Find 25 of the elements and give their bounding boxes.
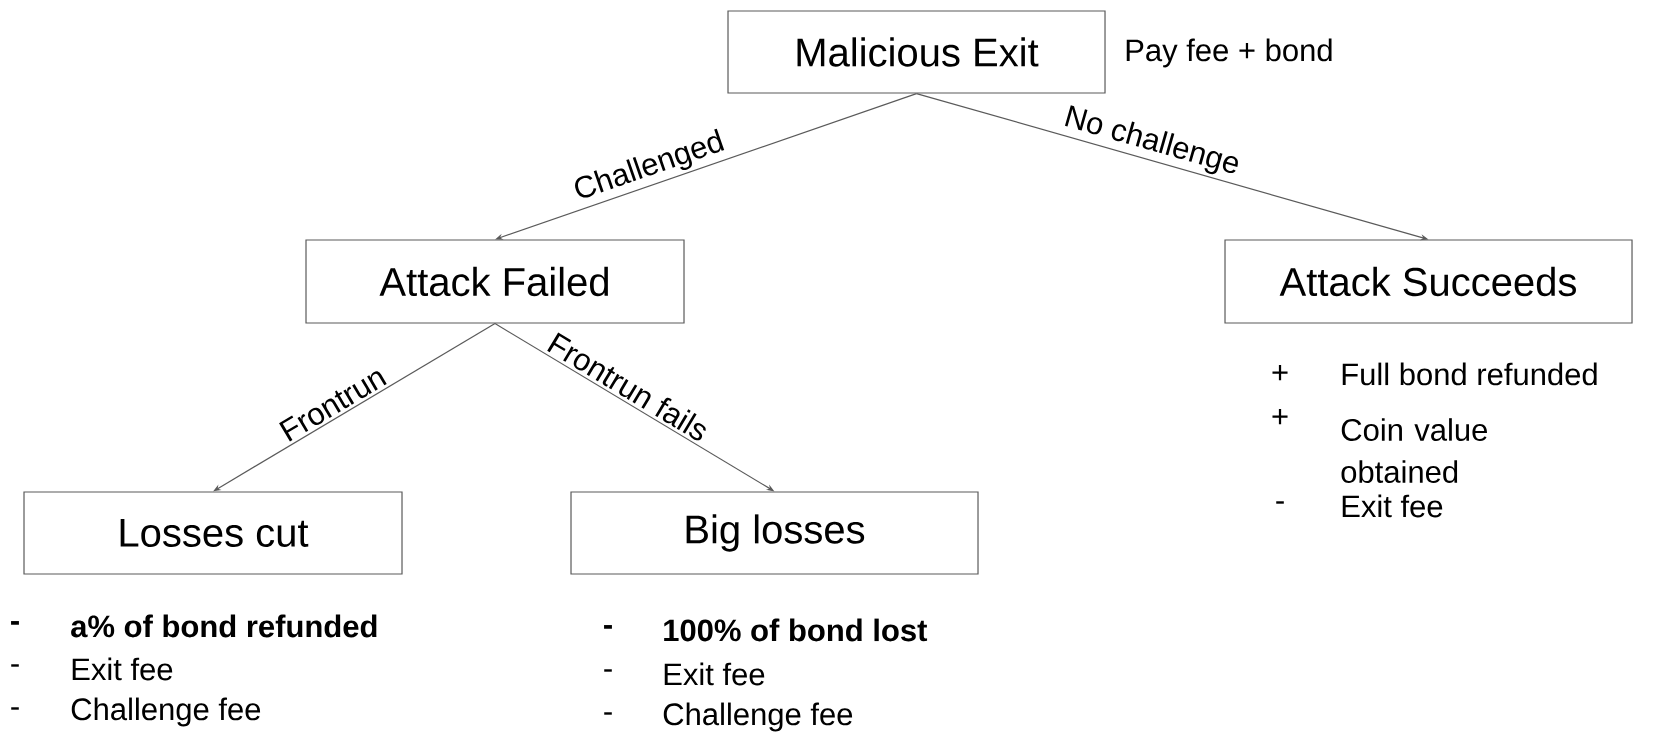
list-item: Exit fee (72, 657, 173, 681)
arrow (213, 323, 496, 492)
bullet-mark: + (1272, 365, 1288, 381)
outcome-box: Attack Failed (305, 239, 685, 324)
list-item: Full bond refunded (1342, 362, 1597, 386)
outcome-box: Malicious Exit (727, 10, 1106, 94)
bullet-mark: - (604, 712, 612, 715)
list-item: Exit fee (664, 662, 765, 686)
list-item: a% of bond refunded (71, 614, 377, 638)
bullet-mark: - (604, 625, 612, 629)
bullet-mark: - (11, 664, 19, 667)
list-item: Coin value obtained (1341, 418, 1487, 483)
outcome-box: Big losses (570, 491, 979, 575)
bullet-mark: - (11, 707, 19, 710)
note-text: Pay fee + bond (1126, 38, 1332, 68)
bullet-mark: - (1276, 501, 1284, 504)
list-item: Exit fee (1342, 494, 1443, 518)
outcome-box: Attack Succeeds (1224, 239, 1633, 324)
outcome-box: Losses cut (23, 491, 403, 575)
list-item: 100% of bond lost (664, 618, 928, 642)
bullet-mark: - (11, 621, 19, 625)
bullet-mark: - (604, 669, 612, 672)
list-item: Challenge fee (663, 702, 853, 732)
bullet-mark: + (1272, 409, 1288, 425)
list-item: Challenge fee (71, 697, 261, 727)
